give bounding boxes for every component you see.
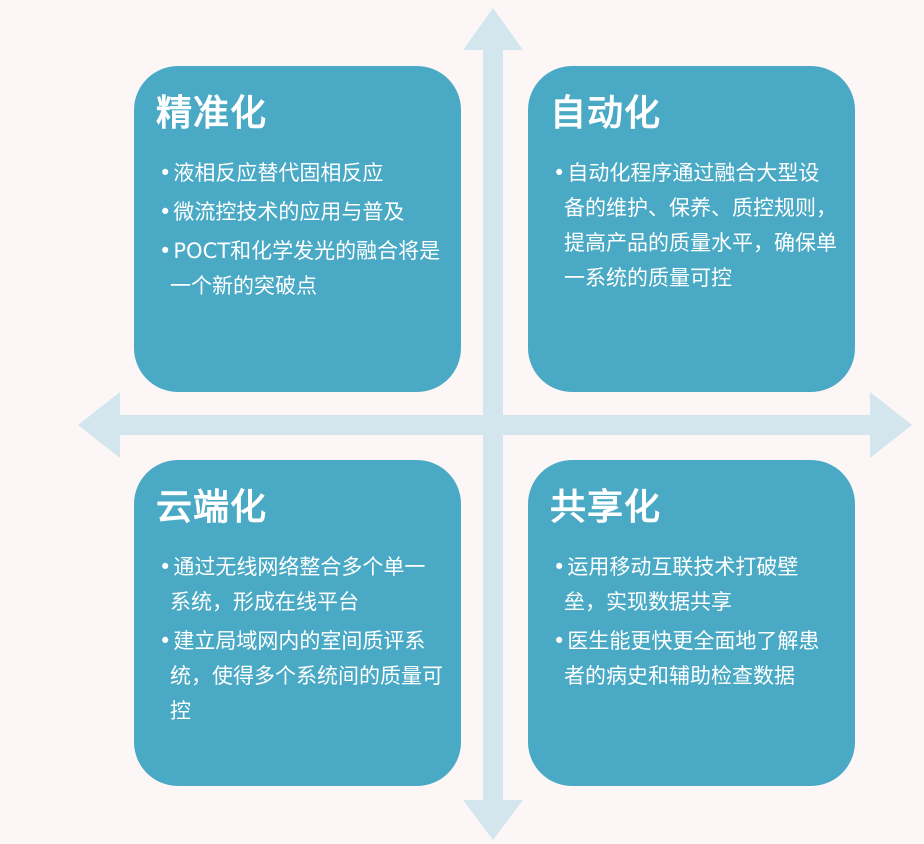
quadrant-cloud: 云端化 通过无线网络整合多个单一系统，形成在线平台 建立局域网内的室间质评系统，… [134, 460, 461, 786]
horizontal-axis-arrow [78, 392, 912, 458]
bullet-list: 运用移动互联技术打破壁垒，实现数据共享 医生能更快更全面地了解患者的病史和辅助检… [550, 550, 837, 694]
bullet-item: 液相反应替代固相反应 [156, 156, 443, 191]
bullet-list: 液相反应替代固相反应 微流控技术的应用与普及 POCT和化学发光的融合将是一个新… [156, 156, 443, 304]
bullet-item: 自动化程序通过融合大型设备的维护、保养、质控规则，提高产品的质量水平，确保单一系… [550, 156, 837, 296]
bullet-item: 医生能更快更全面地了解患者的病史和辅助检查数据 [550, 624, 837, 694]
bullet-item: POCT和化学发光的融合将是一个新的突破点 [156, 234, 443, 304]
bullet-item: 建立局域网内的室间质评系统，使得多个系统间的质量可控 [156, 624, 443, 729]
quadrant-title: 精准化 [156, 93, 268, 134]
quadrant-title: 自动化 [550, 93, 662, 134]
quadrant-title: 共享化 [550, 487, 662, 528]
quadrant-sharing: 共享化 运用移动互联技术打破壁垒，实现数据共享 医生能更快更全面地了解患者的病史… [528, 460, 855, 786]
quadrant-precision: 精准化 液相反应替代固相反应 微流控技术的应用与普及 POCT和化学发光的融合将… [134, 66, 461, 392]
bullet-list: 自动化程序通过融合大型设备的维护、保养、质控规则，提高产品的质量水平，确保单一系… [550, 156, 837, 296]
bullet-item: 运用移动互联技术打破壁垒，实现数据共享 [550, 550, 837, 620]
quadrant-automation: 自动化 自动化程序通过融合大型设备的维护、保养、质控规则，提高产品的质量水平，确… [528, 66, 855, 392]
bullet-item: 微流控技术的应用与普及 [156, 195, 443, 230]
quadrant-title: 云端化 [156, 487, 268, 528]
bullet-list: 通过无线网络整合多个单一系统，形成在线平台 建立局域网内的室间质评系统，使得多个… [156, 550, 443, 729]
bullet-item: 通过无线网络整合多个单一系统，形成在线平台 [156, 550, 443, 620]
